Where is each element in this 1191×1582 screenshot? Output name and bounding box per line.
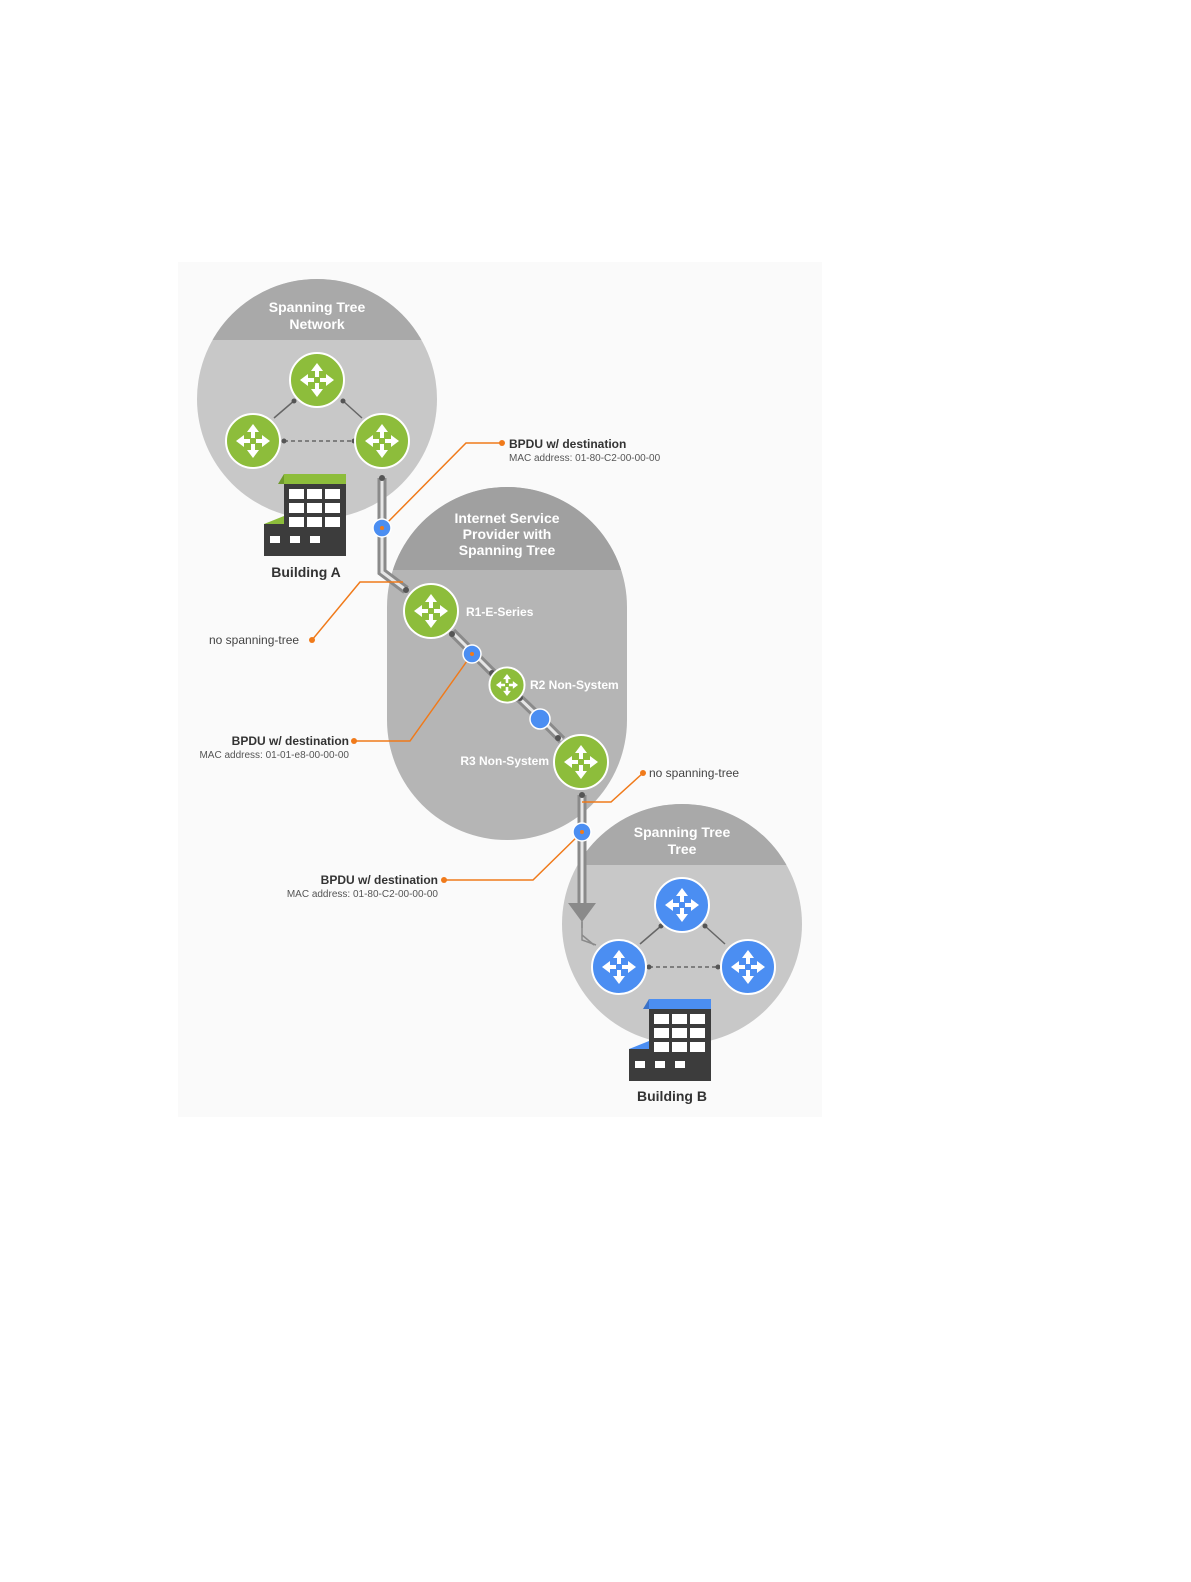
isp-title-line1: Internet Service bbox=[454, 510, 559, 526]
router-label-r3: R3 Non-System bbox=[460, 754, 549, 768]
callout-bpdu-mid-detail: MAC address: 01-01-e8-00-00-00 bbox=[199, 750, 349, 761]
callout-no-stp-right: no spanning-tree bbox=[649, 766, 739, 780]
zone-b-links bbox=[639, 923, 726, 970]
building-icon-b bbox=[629, 999, 711, 1081]
router-icon-r2 bbox=[488, 666, 526, 704]
callout-dots bbox=[309, 440, 646, 883]
router-icon-r1 bbox=[403, 583, 459, 639]
router-label-r2: R2 Non-System bbox=[530, 678, 619, 692]
router-label-r1: R1-E-Series bbox=[466, 605, 534, 619]
callout-bpdu-bottom-detail: MAC address: 01-80-C2-00-00-00 bbox=[287, 889, 439, 900]
router-icon bbox=[289, 352, 345, 408]
callout-bpdu-top-detail: MAC address: 01-80-C2-00-00-00 bbox=[509, 453, 661, 464]
router-icon-r3 bbox=[553, 734, 609, 790]
bpdu-node-icon bbox=[572, 822, 592, 842]
isp-title-line3: Spanning Tree bbox=[459, 542, 556, 558]
router-icon bbox=[720, 939, 776, 995]
callout-bpdu-mid-title: BPDU w/ destination bbox=[232, 734, 349, 748]
building-b-label: Building B bbox=[637, 1088, 707, 1104]
zone-isp: Internet Service Provider with Spanning … bbox=[387, 487, 627, 840]
router-icon bbox=[591, 939, 647, 995]
zone-a-title-line2: Network bbox=[289, 316, 344, 332]
callout-bpdu-bottom-title: BPDU w/ destination bbox=[321, 873, 438, 887]
zone-a-links bbox=[273, 398, 363, 444]
bpdu-node-icon bbox=[372, 518, 392, 538]
isp-title-line2: Provider with bbox=[463, 526, 552, 542]
router-icon bbox=[354, 413, 410, 469]
building-icon-a bbox=[264, 474, 346, 556]
router-icon bbox=[654, 877, 710, 933]
callout-no-stp-left: no spanning-tree bbox=[209, 633, 299, 647]
callout-lines bbox=[311, 442, 644, 881]
router-icon bbox=[225, 413, 281, 469]
building-a-label: Building A bbox=[271, 564, 340, 580]
bpdu-node-icon bbox=[462, 644, 482, 664]
callout-bpdu-top-title: BPDU w/ destination bbox=[509, 437, 626, 451]
zone-a-title-line1: Spanning Tree bbox=[269, 299, 366, 315]
zone-b-title-line1: Spanning Tree bbox=[634, 824, 731, 840]
zone-b-title-line2: Tree bbox=[668, 841, 697, 857]
bpdu-node-icon bbox=[529, 708, 551, 730]
